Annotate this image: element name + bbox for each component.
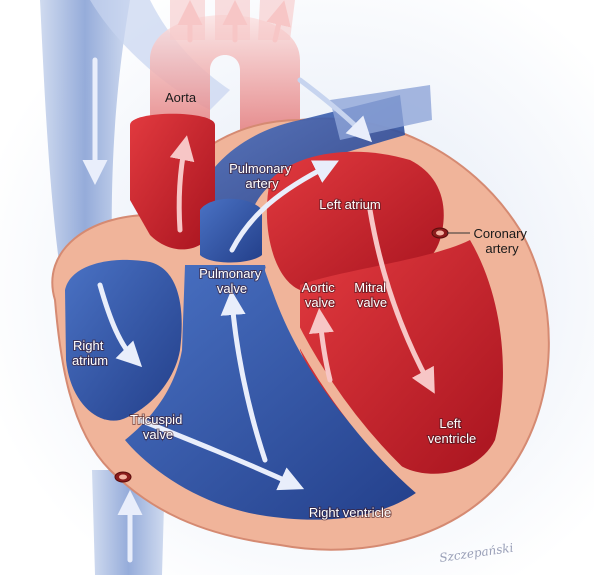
aorta-arch	[150, 15, 300, 130]
label-pulmonary-valve: Pulmonary valve	[199, 266, 265, 296]
superior-vena-cava	[40, 0, 130, 270]
label-aortic-valve: Aortic valve	[302, 280, 339, 310]
label-right-ventricle: Right ventricle	[309, 505, 391, 520]
right-ventricle	[125, 265, 420, 520]
label-coronary-artery: Coronary artery	[473, 226, 530, 256]
left-atrium	[266, 151, 444, 290]
blood-flow-arrows	[82, 0, 435, 563]
label-right-atrium: Right atrium	[72, 338, 108, 368]
septum	[265, 265, 425, 495]
label-tricuspid-valve: Tricuspid valve	[130, 412, 186, 442]
label-mitral-valve: Mitral valve	[354, 280, 389, 310]
label-left-ventricle: Left ventricle	[428, 416, 476, 446]
label-aorta: Aorta	[165, 90, 197, 105]
label-left-atrium: Left atrium	[319, 197, 380, 212]
coronary-artery-vessel	[114, 227, 449, 483]
label-pulmonary-artery: Pulmonary artery	[229, 161, 295, 191]
pulmonary-trunk	[200, 198, 262, 263]
